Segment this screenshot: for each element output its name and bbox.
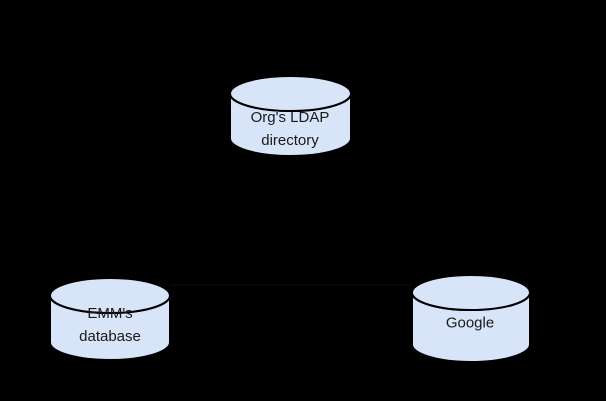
database-cylinder-emm [49, 277, 171, 361]
cylinder-top-ellipse [49, 277, 171, 314]
node-label-ldap: Org's LDAP directory [251, 106, 330, 152]
node-label-line: Org's LDAP [250, 109, 330, 126]
node-label-line: Google [445, 314, 495, 332]
database-cylinder-ldap [229, 75, 352, 157]
node-label-line: EMM's [87, 305, 133, 322]
node-label-emm: EMM's database [79, 302, 141, 348]
node-label-line: directory [261, 132, 319, 149]
cylinder-top-ellipse [411, 274, 531, 311]
node-label-google: Google [446, 312, 494, 335]
cylinder-top-ellipse [229, 75, 352, 112]
node-label-line: database [79, 328, 141, 345]
database-cylinder-google [411, 274, 531, 363]
